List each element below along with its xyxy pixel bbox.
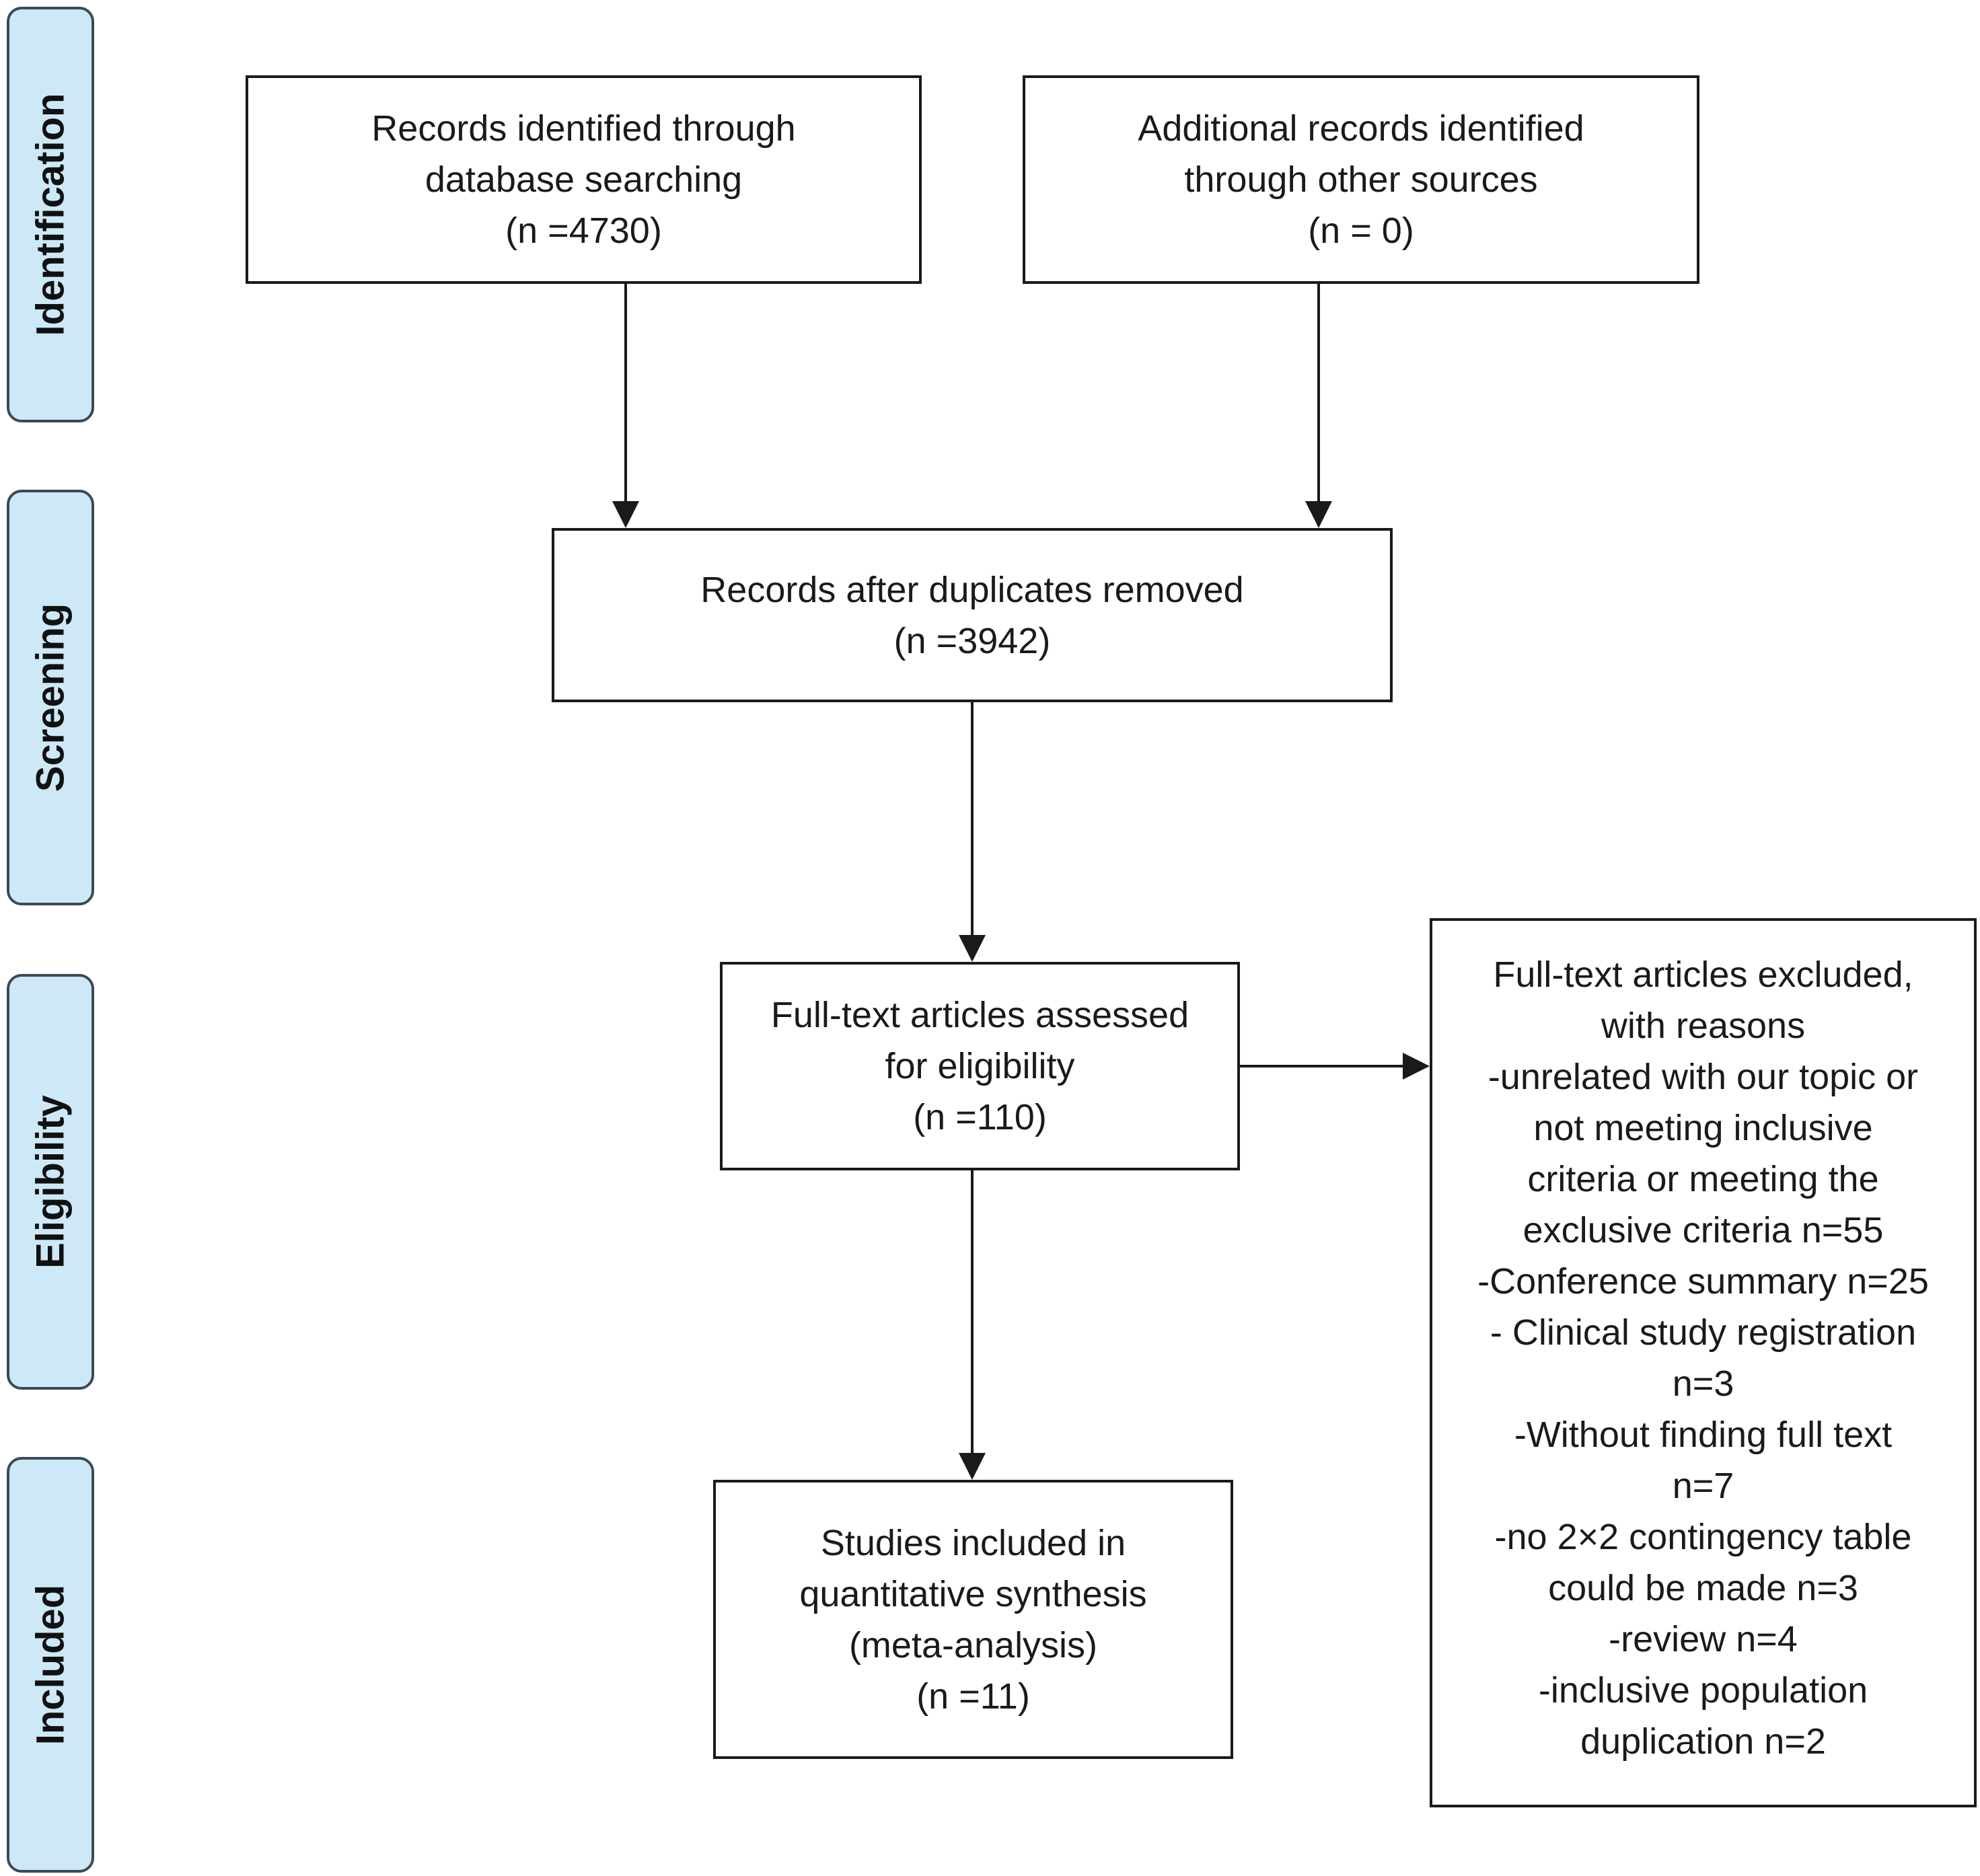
studies-included-line-2: quantitative synthesis <box>799 1573 1147 1614</box>
stage-identification: Identification <box>7 7 94 422</box>
after-duplicates-box: Records after duplicates removed (n =394… <box>552 528 1393 702</box>
full-text-assessed-line-1: Full-text articles assessed <box>770 995 1189 1035</box>
database-records-line-2: database searching <box>425 159 743 200</box>
studies-included-line-1: Studies included in <box>820 1522 1126 1563</box>
excluded-reason-line: duplication n=2 <box>1580 1721 1826 1762</box>
database-records-line-1: Records identified through <box>371 108 796 149</box>
stage-included-label: Included <box>28 1584 73 1746</box>
excluded-reason-line: criteria or meeting the <box>1527 1159 1879 1199</box>
stage-eligibility-label: Eligibility <box>28 1095 73 1269</box>
excluded-reason-line: n=7 <box>1672 1466 1734 1506</box>
stage-screening: Screening <box>7 490 94 905</box>
stage-screening-label: Screening <box>28 603 73 792</box>
stage-eligibility: Eligibility <box>7 974 94 1390</box>
studies-included-count: (n =11) <box>916 1676 1030 1717</box>
stage-identification-label: Identification <box>28 93 73 336</box>
excluded-reason-line: n=3 <box>1672 1363 1734 1404</box>
excluded-reason-line: -Conference summary n=25 <box>1477 1261 1929 1302</box>
database-records-box: Records identified through database sear… <box>246 75 922 284</box>
after-duplicates-count: (n =3942) <box>893 620 1051 661</box>
excluded-reason-line: -inclusive population <box>1538 1670 1868 1711</box>
other-sources-line-2: through other sources <box>1184 159 1538 200</box>
full-text-assessed-count: (n =110) <box>913 1097 1047 1137</box>
studies-included-line-3: (meta-analysis) <box>848 1624 1098 1665</box>
stage-included: Included <box>7 1457 94 1873</box>
excluded-reason-line: exclusive criteria n=55 <box>1523 1210 1884 1250</box>
excluded-reason-line: not meeting inclusive <box>1533 1108 1873 1148</box>
other-sources-box: Additional records identified through ot… <box>1023 75 1699 284</box>
other-sources-line-1: Additional records identified <box>1138 108 1584 149</box>
after-duplicates-line-1: Records after duplicates removed <box>700 569 1244 610</box>
excluded-reason-line: could be made n=3 <box>1548 1568 1858 1608</box>
other-sources-count: (n = 0) <box>1308 211 1414 251</box>
excluded-reason-line: -Without finding full text <box>1514 1415 1893 1455</box>
database-records-count: (n =4730) <box>505 211 662 251</box>
full-text-assessed-box: Full-text articles assessed for eligibil… <box>720 962 1240 1170</box>
excluded-reason-line: -review n=4 <box>1609 1619 1798 1659</box>
studies-included-box: Studies included in quantitative synthes… <box>713 1480 1233 1759</box>
excluded-reason-line: -no 2×2 contingency table <box>1494 1517 1912 1557</box>
excluded-reason-line: -unrelated with our topic or <box>1488 1057 1919 1097</box>
excluded-reason-line: - Clinical study registration <box>1490 1312 1917 1353</box>
excluded-reasons-box: Full-text articles excluded, with reason… <box>1430 918 1977 1807</box>
excluded-heading-1: Full-text articles excluded, <box>1493 954 1913 995</box>
excluded-heading-2: with reasons <box>1601 1006 1806 1046</box>
full-text-assessed-line-2: for eligibility <box>885 1046 1075 1086</box>
